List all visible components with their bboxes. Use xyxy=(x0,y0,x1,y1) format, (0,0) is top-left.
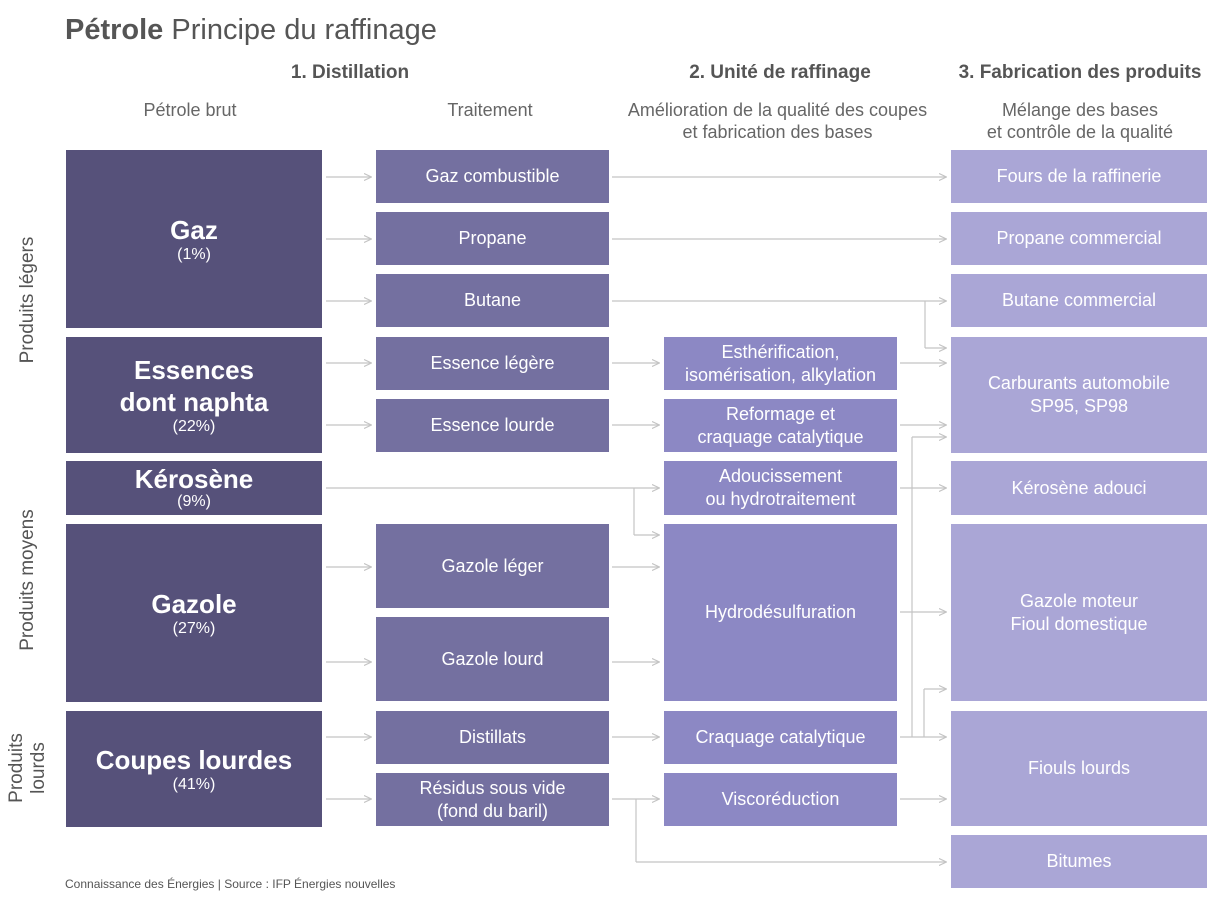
section-raffinage: 2. Unité de raffinage xyxy=(689,62,871,83)
section-distillation: 1. Distillation xyxy=(290,62,410,83)
treatment-gaz-combustible: Gaz combustible xyxy=(376,150,609,203)
unit-viscoreduction: Viscoréduction xyxy=(664,773,897,826)
unit-estherification: Esthérification,isomérisation, alkylatio… xyxy=(664,337,897,390)
product-kerosene-adouci: Kérosène adouci xyxy=(951,461,1207,515)
crude-essences: Essences dont naphta (22%) xyxy=(66,337,322,453)
subheader-traitement: Traitement xyxy=(447,100,533,120)
treatment-residus: Résidus sous vide(fond du baril) xyxy=(376,773,609,826)
source-footer: Connaissance des Énergies | Source : IFP… xyxy=(65,877,396,891)
crude-gazole: Gazole (27%) xyxy=(66,524,322,702)
crude-gaz: Gaz (1%) xyxy=(66,150,322,328)
treatment-gazole-leger: Gazole léger xyxy=(376,524,609,608)
product-fiouls-lourds: Fiouls lourds xyxy=(951,711,1207,826)
treatment-distillats: Distillats xyxy=(376,711,609,764)
treatment-propane: Propane xyxy=(376,212,609,265)
product-butane: Butane commercial xyxy=(951,274,1207,327)
crude-coupes-lourdes: Coupes lourdes (41%) xyxy=(66,711,322,827)
unit-hydrodesulfuration: Hydrodésulfuration xyxy=(664,524,897,701)
page-title: Pétrole Principe du raffinage xyxy=(65,14,437,46)
treatment-essence-legere: Essence légère xyxy=(376,337,609,390)
treatment-essence-lourde: Essence lourde xyxy=(376,399,609,452)
section-fabrication: 3. Fabrication des produits xyxy=(958,62,1202,83)
product-fours: Fours de la raffinerie xyxy=(951,150,1207,203)
treatment-gazole-lourd: Gazole lourd xyxy=(376,617,609,701)
treatment-butane: Butane xyxy=(376,274,609,327)
unit-craquage-catalytique: Craquage catalytique xyxy=(664,711,897,764)
product-propane: Propane commercial xyxy=(951,212,1207,265)
subheader-brut: Pétrole brut xyxy=(143,100,237,120)
product-bitumes: Bitumes xyxy=(951,835,1207,888)
crude-kerosene: Kérosène (9%) xyxy=(66,461,322,515)
